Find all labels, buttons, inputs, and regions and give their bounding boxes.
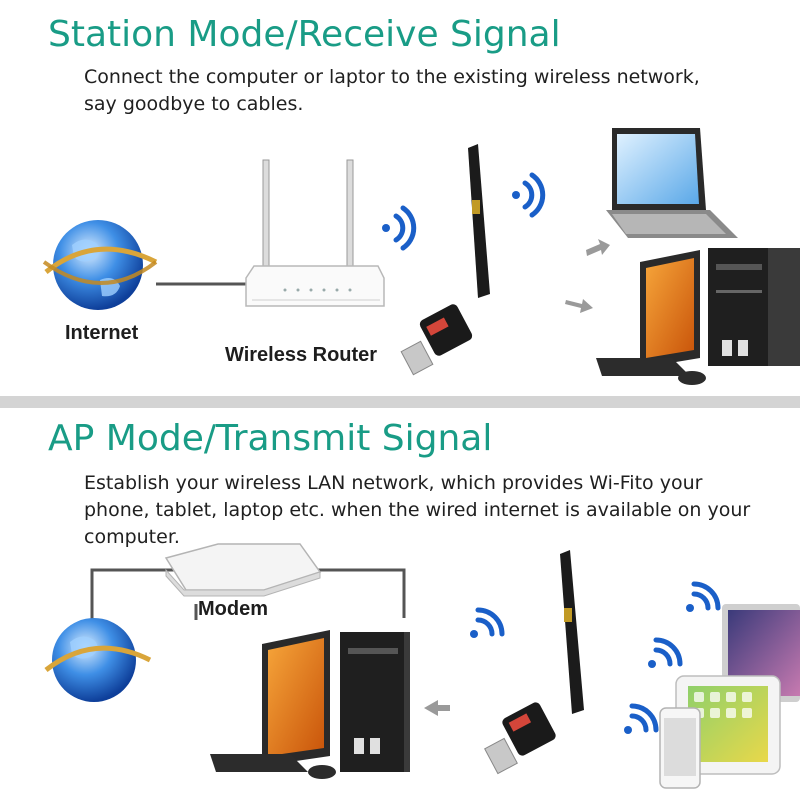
smartphone-icon bbox=[659, 707, 701, 789]
station-mode-title: Station Mode/Receive Signal bbox=[48, 14, 561, 55]
tablet-icon bbox=[675, 675, 781, 775]
usb-wifi-adapter-icon bbox=[400, 144, 490, 376]
wireless-router-label: Wireless Router bbox=[225, 344, 378, 366]
modem-label: Modem bbox=[198, 598, 268, 620]
section-divider bbox=[0, 396, 800, 408]
wifi-signal-icon bbox=[624, 703, 659, 734]
ap-mode-panel: AP Mode/Transmit Signal Establish your w… bbox=[0, 408, 800, 800]
station-description-line-1: Connect the computer or laptor to the ex… bbox=[84, 66, 700, 88]
wifi-signal-icon bbox=[512, 172, 546, 218]
ap-description-line-3: computer. bbox=[84, 526, 180, 548]
station-description-line-2: say goodbye to cables. bbox=[84, 93, 304, 115]
arrow-to-laptop-icon bbox=[586, 239, 610, 256]
desktop-computer-icon bbox=[596, 248, 800, 385]
station-mode-panel: Station Mode/Receive Signal Connect the … bbox=[0, 0, 800, 396]
station-mode-illustration bbox=[42, 128, 800, 385]
desktop-computer-icon bbox=[210, 630, 410, 779]
arrow-to-desktop-icon bbox=[565, 299, 593, 313]
wifi-signal-icon bbox=[382, 205, 417, 251]
laptop-icon bbox=[606, 128, 738, 238]
globe-icon bbox=[42, 220, 158, 310]
arrow-to-desktop-icon bbox=[424, 700, 450, 716]
globe-icon bbox=[44, 618, 152, 702]
ethernet-cable bbox=[318, 568, 406, 618]
ap-mode-description: Establish your wireless LAN network, whi… bbox=[84, 470, 750, 551]
ap-description-line-2: phone, tablet, laptop etc. when the wire… bbox=[84, 499, 751, 521]
modem-icon bbox=[164, 543, 322, 597]
ap-description-line-1: Establish your wireless LAN network, whi… bbox=[84, 472, 703, 494]
ap-mode-title: AP Mode/Transmit Signal bbox=[48, 418, 493, 459]
wifi-signal-icon bbox=[470, 607, 505, 638]
station-mode-description: Connect the computer or laptor to the ex… bbox=[84, 64, 700, 118]
usb-wifi-adapter-icon bbox=[484, 550, 584, 775]
wifi-signal-icon bbox=[648, 637, 683, 668]
wifi-signal-icon bbox=[686, 581, 721, 612]
wireless-router-icon bbox=[245, 159, 385, 307]
internet-label: Internet bbox=[65, 322, 139, 344]
ap-mode-illustration bbox=[44, 543, 800, 789]
